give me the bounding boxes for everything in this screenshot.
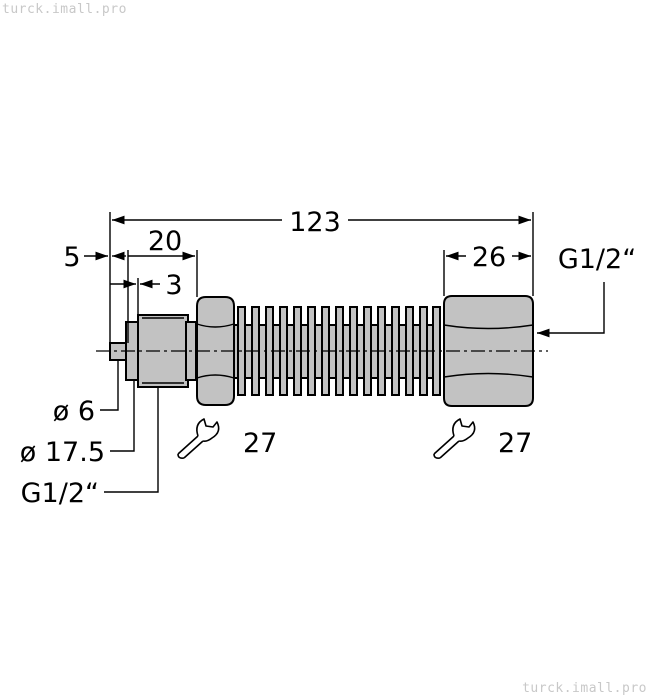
callout-body-diameter-label: ø 17.5 (20, 437, 105, 468)
dim-nut-length: 26 (443, 242, 531, 296)
wrench-icon (433, 418, 476, 459)
dim-tip-length: 5 (63, 242, 129, 343)
dim-thread-length: 20 (128, 226, 198, 297)
dim-nut-length-label: 26 (472, 242, 506, 273)
wrench-size-left-label: 27 (243, 428, 277, 459)
dim-tip-length-label: 5 (63, 242, 80, 273)
watermark-bottom: turck.imall.pro (522, 681, 647, 696)
dim-thread-length-label: 20 (148, 226, 182, 257)
wrench-size-right: 27 (433, 418, 532, 459)
callout-thread-right: G1/2“ (537, 244, 636, 338)
callout-thread-left: G1/2“ (21, 387, 159, 509)
wrench-size-right-label: 27 (498, 428, 532, 459)
dim-overall-label: 123 (289, 207, 341, 238)
dim-thread-relief: 3 (110, 270, 183, 315)
watermark-top: turck.imall.pro (2, 2, 127, 17)
wrench-size-left: 27 (177, 418, 277, 459)
callout-thread-left-label: G1/2“ (21, 478, 99, 509)
dim-overall: 123 (109, 207, 534, 343)
callout-body-diameter: ø 17.5 (20, 380, 135, 468)
hex-nut-right (443, 295, 534, 407)
callout-tip-diameter-label: ø 6 (53, 396, 95, 427)
callout-thread-right-label: G1/2“ (558, 244, 636, 275)
dim-thread-relief-label: 3 (165, 270, 182, 301)
wrench-icon (177, 418, 220, 459)
callout-tip-diameter: ø 6 (53, 360, 119, 427)
sensor-body (96, 295, 548, 407)
